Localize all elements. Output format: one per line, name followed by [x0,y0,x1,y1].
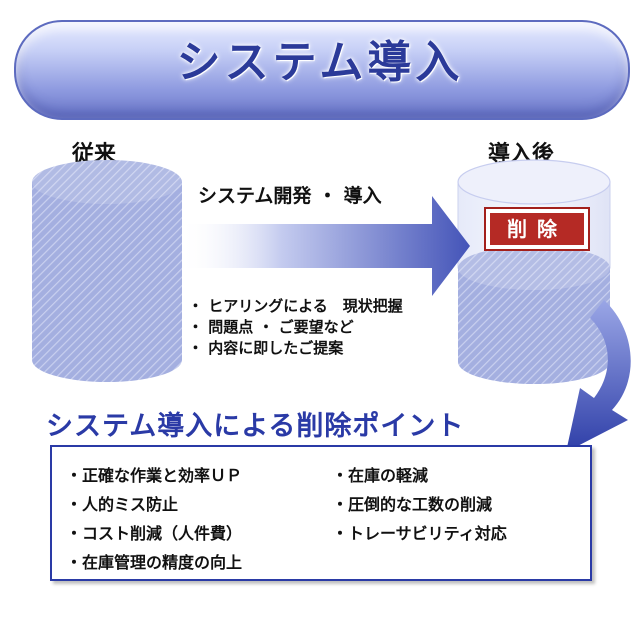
point-item: ・人的ミス防止 [66,495,179,514]
process-bullet: ・ ヒアリングによる 現状把握 [188,297,403,315]
point-item: ・トレーサビリティ対応 [332,524,507,543]
process-bullet: ・ 問題点 ・ ご要望など [188,318,354,336]
flow-arrow-icon [180,196,470,296]
process-bullet: ・ 内容に即したご提案 [188,339,344,357]
before-cylinder [32,160,182,382]
point-item: ・コスト削減（人件費） [66,524,243,543]
curved-arrow-icon [566,300,631,452]
point-item: ・正確な作業と効率ＵＰ [66,466,243,485]
arrow-label: システム開発 ・ 導入 [198,185,382,207]
page-title: システム導入 [176,37,464,88]
point-item: ・在庫の軽減 [332,466,429,485]
points-box [50,445,592,581]
points-title: システム導入による削除ポイント [46,411,465,442]
after-cylinder [457,159,611,384]
reduce-badge: 削除 [490,213,584,245]
point-item: ・在庫管理の精度の向上 [66,553,243,572]
point-item: ・圧倒的な工数の削減 [332,495,493,514]
title-banner [14,20,630,120]
